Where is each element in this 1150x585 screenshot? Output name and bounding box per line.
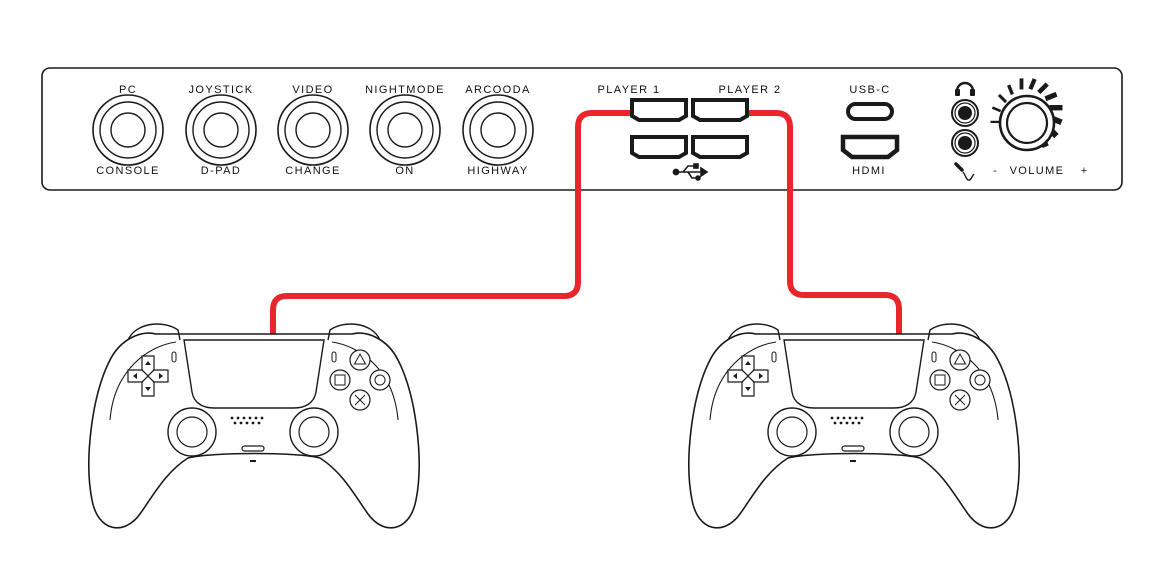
arcooda-label: ARCOODA <box>465 84 530 96</box>
nightmode-label: NIGHTMODE <box>365 84 445 96</box>
controller-player1 <box>88 323 420 529</box>
player2-cable <box>738 110 902 337</box>
usbc-port[interactable] <box>846 102 894 121</box>
usb-port-4[interactable] <box>691 135 749 159</box>
usb-icon <box>672 163 709 181</box>
usb-cables <box>270 110 902 337</box>
highway-label: HIGHWAY <box>467 165 528 177</box>
player2-label: PLAYER 2 <box>719 84 782 96</box>
nightmode-on-button[interactable] <box>369 94 441 166</box>
controller-player2 <box>688 323 1020 529</box>
joystick-label: JOYSTICK <box>189 84 254 96</box>
change-label: CHANGE <box>285 165 340 177</box>
volume-label: VOLUME <box>1010 165 1065 177</box>
usb-port-3[interactable] <box>630 135 688 159</box>
volume-plus: + <box>1081 165 1087 177</box>
player1-cable <box>270 110 639 337</box>
volume-minus: - <box>993 165 997 177</box>
usb-ports <box>630 98 749 159</box>
headphones-icon <box>955 81 975 96</box>
console-label: CONSOLE <box>96 165 160 177</box>
usbc-label: USB-C <box>849 84 890 96</box>
hdmi-port[interactable] <box>840 134 900 160</box>
player1-label: PLAYER 1 <box>598 84 661 96</box>
volume-knob[interactable] <box>990 78 1063 152</box>
headphone-jack[interactable] <box>951 99 979 127</box>
arcooda-highway-button[interactable] <box>462 94 534 166</box>
usb-port-player2[interactable] <box>691 98 749 122</box>
microphone-icon <box>954 162 975 181</box>
video-label: VIDEO <box>292 84 333 96</box>
usb-port-player1[interactable] <box>630 98 688 122</box>
pc-console-button[interactable] <box>92 94 164 166</box>
video-change-button[interactable] <box>277 94 349 166</box>
microphone-jack[interactable] <box>951 129 979 157</box>
pc-label: PC <box>119 84 137 96</box>
on-label: ON <box>395 165 414 177</box>
hdmi-label: HDMI <box>852 165 886 177</box>
button-group <box>92 94 534 166</box>
joystick-dpad-button[interactable] <box>185 94 257 166</box>
dpad-label: D-PAD <box>201 165 241 177</box>
